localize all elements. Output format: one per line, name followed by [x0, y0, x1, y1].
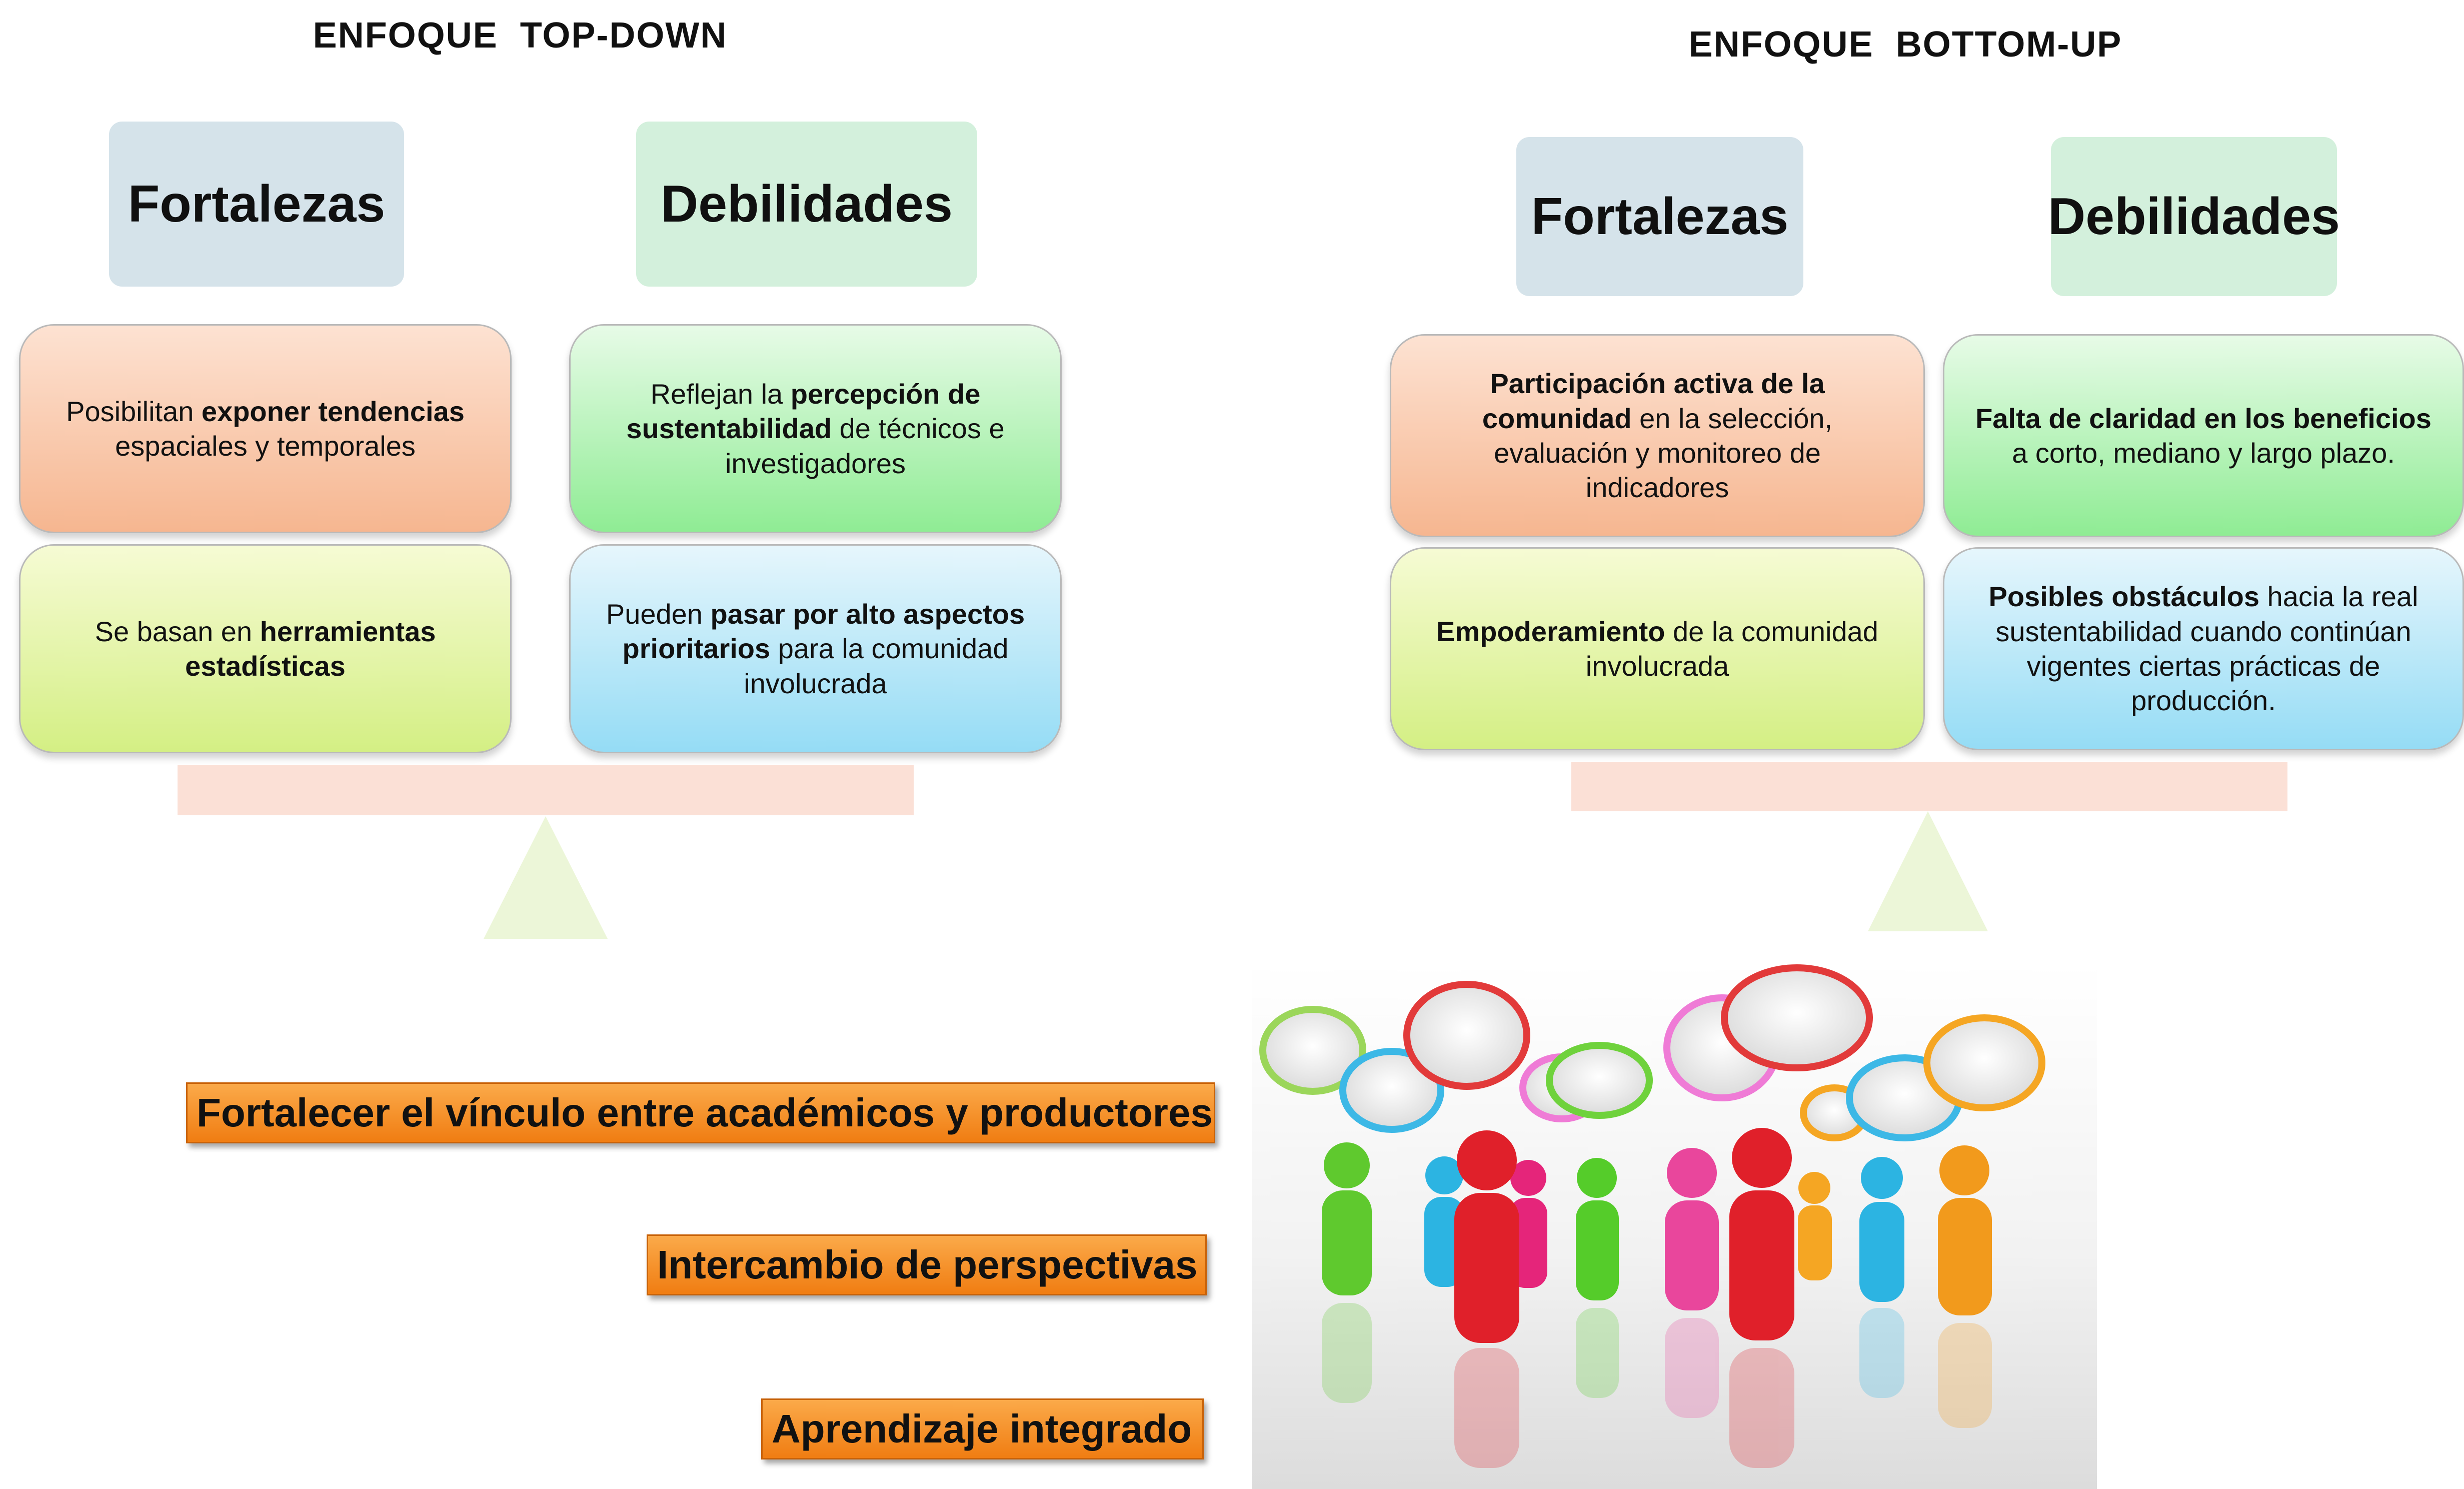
bottom-up-weakness-2-text: Posibles obstáculos hacia la real susten…: [1988, 581, 2418, 717]
top-down-weakness-card-1: Reflejan la percepción de sustentabilida…: [569, 324, 1062, 533]
bottom-up-weakness-1-text: Falta de claridad en los beneficios a co…: [1975, 402, 2431, 469]
bottom-up-balance-beam: [1571, 762, 2287, 811]
bottom-up-strength-2-text: Empoderamiento de la comunidad involucra…: [1436, 615, 1878, 682]
top-down-strengths-header: Fortalezas: [109, 122, 404, 287]
top-down-balance-beam: [178, 765, 914, 815]
top-down-fulcrum: [484, 816, 608, 939]
bottom-up-title: ENFOQUE BOTTOM-UP: [1688, 25, 2122, 65]
top-down-strength-card-1: Posibilitan exponer tendencias espaciale…: [19, 324, 512, 533]
top-down-title: ENFOQUE TOP-DOWN: [313, 16, 728, 56]
bottom-up-strength-1-text: Participación activa de la comunidad en …: [1482, 368, 1833, 504]
outcome-label-2: Intercambio de perspectivas: [647, 1234, 1207, 1295]
top-down-weaknesses-header: Debilidades: [636, 122, 977, 287]
bottom-up-strengths-header: Fortalezas: [1516, 137, 1803, 296]
top-down-weakness-2-text: Pueden pasar por alto aspectos prioritar…: [606, 598, 1025, 699]
community-people-icon: [1259, 964, 2045, 1468]
bottom-up-weakness-card-2: Posibles obstáculos hacia la real susten…: [1943, 547, 2464, 750]
bottom-up-weakness-card-1: Falta de claridad en los beneficios a co…: [1943, 334, 2464, 537]
outcome-label-3: Aprendizaje integrado: [761, 1398, 1204, 1459]
outcome-label-1: Fortalecer el vínculo entre académicos y…: [186, 1082, 1215, 1143]
bottom-up-fulcrum: [1868, 811, 1988, 931]
top-down-weakness-1-text: Reflejan la percepción de sustentabilida…: [626, 378, 1005, 479]
community-illustration: [1252, 963, 2097, 1489]
top-down-weakness-card-2: Pueden pasar por alto aspectos prioritar…: [569, 544, 1062, 753]
top-down-strength-card-2: Se basan en herramientas estadísticas: [19, 544, 512, 753]
top-down-strength-2-text: Se basan en herramientas estadísticas: [95, 615, 436, 682]
bottom-up-strength-card-1: Participación activa de la comunidad en …: [1390, 334, 1925, 537]
bottom-up-strength-card-2: Empoderamiento de la comunidad involucra…: [1390, 547, 1925, 750]
top-down-strength-1-text: Posibilitan exponer tendencias espaciale…: [66, 395, 465, 462]
bottom-up-weaknesses-header: Debilidades: [2048, 137, 2340, 296]
